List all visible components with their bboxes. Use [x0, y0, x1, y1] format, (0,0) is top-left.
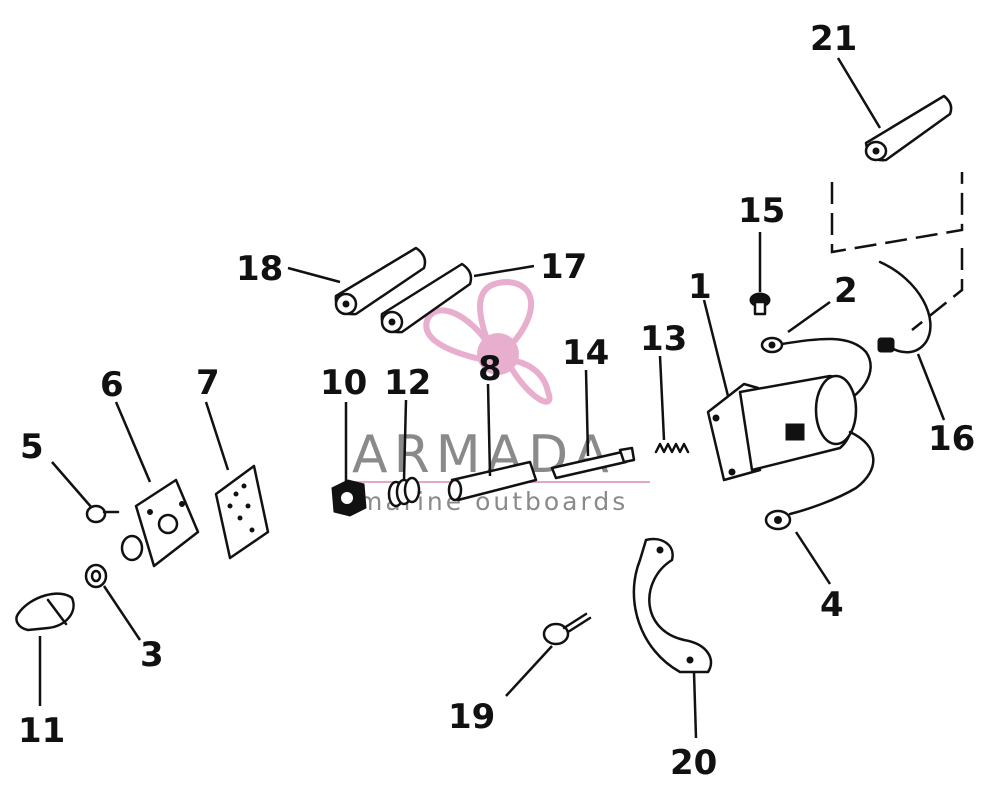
part-label-3: 3: [140, 635, 164, 675]
part-21-drawing: [864, 94, 953, 162]
part-12-drawing: [387, 476, 421, 508]
part-7-drawing: [214, 464, 270, 560]
part-label-11: 11: [18, 711, 65, 751]
part-label-12: 12: [384, 363, 431, 403]
part-labels: 21 18 17 15 2 1 16 13 14 8 12 10 7 6 5 3…: [18, 19, 975, 783]
part-label-10: 10: [320, 363, 367, 403]
dashed-assembly-outline: [830, 172, 964, 331]
part-10-drawing: [331, 479, 367, 517]
part-label-18: 18: [236, 249, 283, 289]
part-3-drawing: [84, 563, 108, 589]
part-label-19: 19: [448, 697, 495, 737]
part-label-21: 21: [810, 19, 857, 59]
part-label-20: 20: [670, 743, 717, 783]
part-1-drawing: [706, 374, 858, 482]
part-label-17: 17: [540, 247, 587, 287]
propeller-logo: [423, 278, 553, 405]
part-11-drawing: [15, 592, 75, 632]
part-label-8: 8: [478, 349, 502, 389]
part-4-drawing: [764, 430, 875, 531]
part-15-drawing: [749, 292, 771, 316]
part-label-2: 2: [834, 271, 858, 311]
part-label-4: 4: [820, 585, 844, 625]
part-8-drawing: [447, 460, 538, 502]
part-17-drawing: [380, 262, 473, 334]
part-18-drawing: [334, 246, 427, 316]
part-6-drawing: [120, 478, 200, 568]
part-20-drawing: [632, 537, 713, 674]
part-19-drawing: [542, 612, 592, 646]
part-label-14: 14: [562, 333, 609, 373]
part-label-13: 13: [640, 319, 687, 359]
part-label-7: 7: [196, 363, 220, 403]
part-5-drawing: [85, 504, 120, 524]
part-label-16: 16: [928, 419, 975, 459]
part-16-drawing: [877, 260, 932, 354]
leader-lines: [38, 57, 946, 739]
part-label-1: 1: [688, 267, 712, 307]
part-13-drawing: [654, 442, 690, 454]
part-label-15: 15: [738, 191, 785, 231]
part-14-drawing: [550, 446, 636, 480]
part-2-drawing: [760, 336, 872, 408]
part-label-5: 5: [20, 427, 44, 467]
part-label-6: 6: [100, 365, 124, 405]
